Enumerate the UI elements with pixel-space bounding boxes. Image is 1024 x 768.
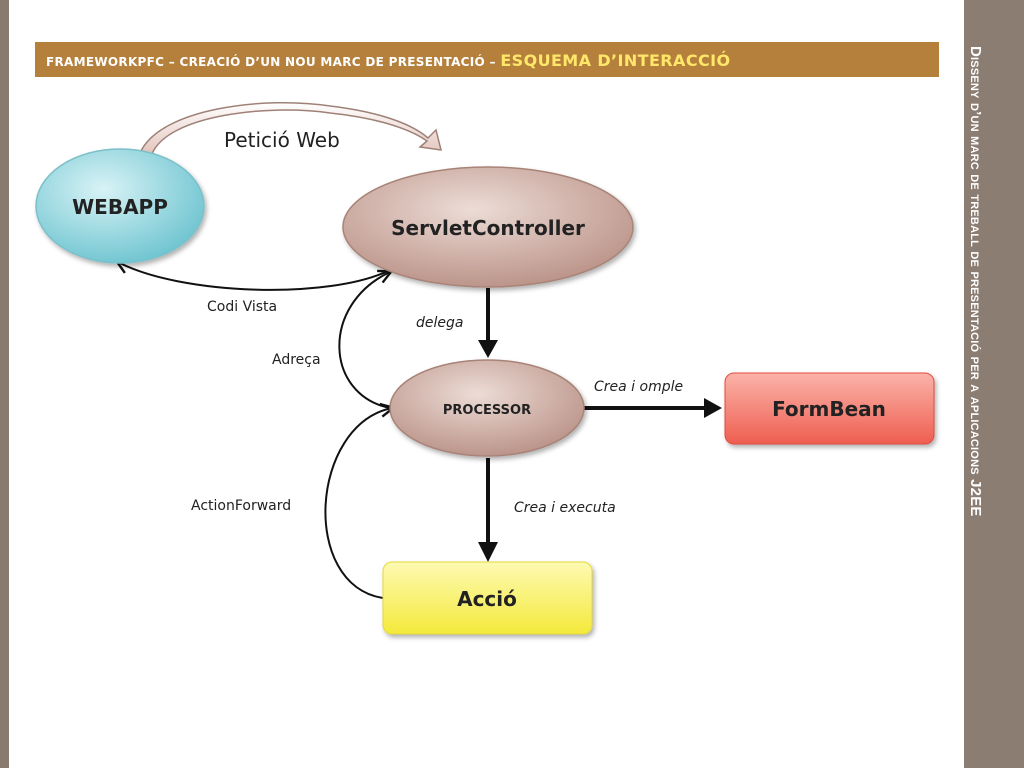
label-peticio-web: Petició Web: [224, 128, 340, 152]
node-formbean-label: FormBean: [772, 397, 886, 421]
label-crea-executa: Crea i executa: [514, 500, 616, 516]
crea-executa-arrow: [478, 458, 498, 562]
node-formbean: FormBean: [724, 372, 935, 445]
header-title-highlight: ESQUEMA D’INTERACCIÓ: [500, 51, 731, 70]
side-title: Disseny d’un marc de treball de presenta…: [964, 0, 1024, 768]
header-bar: FRAMEWORKPFC – CREACIÓ D’UN NOU MARC DE …: [35, 42, 939, 77]
label-codi-vista: Codi Vista: [207, 299, 277, 315]
node-accio-label: Acció: [457, 587, 517, 611]
label-adreca: Adreça: [272, 352, 321, 368]
label-action-forward: ActionForward: [191, 498, 291, 514]
node-processor: PROCESSOR: [389, 359, 585, 457]
node-processor-label: PROCESSOR: [443, 403, 531, 418]
node-webapp: WEBAPP: [35, 148, 205, 264]
node-servlet-controller: ServletController: [342, 166, 634, 288]
label-delega: delega: [416, 315, 463, 331]
peticio-web-arrow: [138, 101, 442, 155]
adreca-arrow: [338, 272, 390, 409]
header-title: FRAMEWORKPFC – CREACIÓ D’UN NOU MARC DE …: [46, 42, 730, 77]
left-accent-bar: [0, 0, 9, 768]
delega-arrow: [478, 288, 498, 358]
action-forward-arrow: [324, 408, 392, 599]
node-webapp-label: WEBAPP: [72, 195, 168, 219]
codi-vista-arrow: [118, 262, 391, 291]
side-panel: Disseny d’un marc de treball de presenta…: [964, 0, 1024, 768]
side-title-text: Disseny d’un marc de treball de presenta…: [967, 46, 984, 517]
node-accio: Acció: [382, 561, 593, 635]
node-servlet-label: ServletController: [391, 216, 585, 240]
interaction-diagram: WEBAPP ServletController PROCESSOR FormB…: [35, 101, 935, 635]
header-title-prefix: FRAMEWORKPFC – CREACIÓ D’UN NOU MARC DE …: [46, 55, 501, 69]
crea-omple-arrow: [584, 398, 722, 418]
label-crea-omple: Crea i omple: [594, 379, 683, 395]
